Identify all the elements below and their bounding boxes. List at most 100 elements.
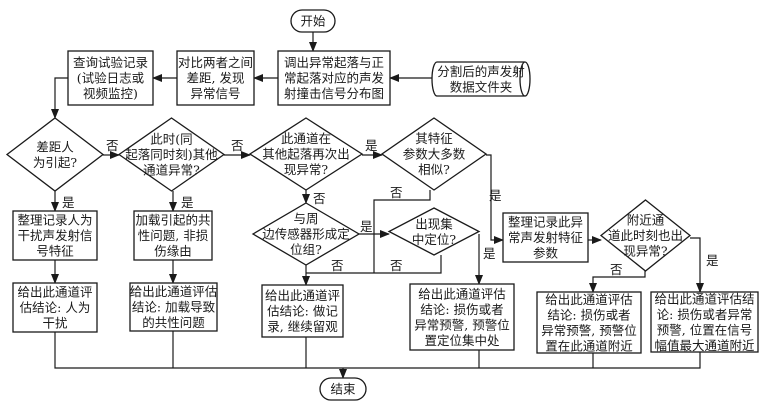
label-nearby-yes: 是: [706, 253, 719, 268]
edge-similar-no: [373, 190, 431, 273]
label-similar-no: 否: [390, 185, 403, 200]
node-text-line: 给出此通道评: [17, 285, 92, 300]
process-shape: [502, 212, 589, 263]
terminal-shape: [319, 377, 367, 401]
node-text-line: 位组?: [290, 242, 322, 257]
node-text-line: 调出异常起落与正: [284, 55, 384, 70]
node-text-line: 其特征: [415, 131, 453, 146]
node-text-line: 出现集: [415, 216, 453, 231]
decision-shape: [251, 202, 361, 266]
label-group-yes: 是: [360, 219, 373, 234]
node-text-line: 结束: [330, 382, 356, 397]
node-text-line: 常声发射特征: [508, 230, 584, 245]
node-text-line: 加载引起的共: [135, 213, 210, 228]
label-other-no: 否: [231, 138, 244, 153]
node-text-line: 与周: [293, 211, 318, 226]
node-text-line: 射撞击信号分布图: [284, 86, 384, 101]
node-text-line: 此时(同: [150, 132, 192, 147]
node-text-line: 差距人: [36, 139, 74, 154]
node-text-line: 结论: 损伤或者: [547, 307, 630, 322]
label-repeat-yes: 是: [365, 138, 378, 153]
label-group-no: 否: [331, 258, 344, 273]
node-text-line: 置定位集中处: [424, 333, 500, 348]
node-text-line: 此通道在: [281, 131, 331, 146]
label-repeat-no: 否: [313, 191, 326, 206]
node-text-line: 结论: 加载导致: [132, 300, 216, 315]
node-text-line: 论: 损伤或者异常: [657, 307, 753, 322]
label-nearby-no: 否: [610, 262, 623, 277]
node-text-line: 给出此通道评估结: [654, 291, 754, 306]
decision-shape: [387, 207, 481, 256]
node-text-line: 中定位?: [412, 232, 457, 247]
label-human-yes: 是: [62, 195, 75, 210]
node-text-line: 附近通: [627, 213, 665, 228]
node-text-line: 给出此通道评估: [418, 286, 506, 301]
node-text-line: 预警, 位置在信号: [657, 322, 752, 337]
process-shape: [129, 282, 218, 332]
process-shape: [409, 283, 515, 351]
node-text-line: 异常预警, 预警位: [414, 317, 509, 332]
process-shape: [176, 50, 255, 106]
node-text-line: 开始: [300, 14, 326, 29]
label-similar-yes: 是: [489, 188, 502, 203]
decision-shape: [117, 117, 226, 192]
process-shape: [67, 50, 154, 106]
edge-nearby-no: [589, 271, 646, 293]
label-other-yes: 是: [181, 195, 194, 210]
node-text-line: 估结论: 人为: [20, 300, 91, 315]
process-shape: [277, 50, 391, 106]
terminal-shape: [290, 9, 336, 33]
node-text-line: 道此时刻也出: [608, 228, 683, 243]
node-text-line: 对比两者之间: [178, 55, 253, 70]
label-locate-yes: 是: [483, 246, 496, 261]
node-text-line: 置在此通道附近: [545, 338, 633, 353]
node-text-line: 异常信号: [190, 86, 240, 101]
node-text-line: 幅值最大通道附近: [654, 338, 755, 353]
node-text-line: 边传感器形成定: [262, 227, 350, 242]
process-shape: [261, 284, 344, 338]
connectors: [51, 32, 704, 379]
node-text-line: 通道异常?: [143, 163, 200, 178]
node-text-line: 其他起落再次出: [262, 147, 350, 162]
node-text-line: 相似?: [418, 162, 450, 177]
node-text-line: 差距, 发现: [187, 71, 245, 86]
edge-query-to-human: [51, 77, 68, 119]
node-text-line: 现异常?: [623, 244, 668, 259]
node-text-line: 给出此通道评估: [545, 292, 633, 307]
decision-shape: [599, 199, 692, 272]
node-text-line: 录, 继续留观: [267, 319, 338, 334]
node-text-line: 为引起?: [33, 155, 78, 170]
node-text-line: 参数大多数: [403, 147, 466, 162]
node-end: 结束: [319, 377, 367, 401]
node-text-line: 常起落对应的声发: [284, 71, 385, 86]
datastore-shape: [431, 61, 531, 97]
node-text-line: 的共性问题: [142, 315, 205, 330]
decision-shape: [380, 117, 488, 191]
node-text-line: 分割后的声发射: [437, 64, 525, 79]
process-shape: [12, 210, 98, 261]
node-text-line: 现异常?: [284, 162, 329, 177]
edge-nearby-yes: [690, 237, 704, 293]
node-text-line: 视频监控): [83, 86, 138, 101]
process-shape: [133, 210, 213, 261]
node-text-line: 结论: 损伤或者: [420, 302, 503, 317]
label-locate-no: 否: [390, 258, 403, 273]
